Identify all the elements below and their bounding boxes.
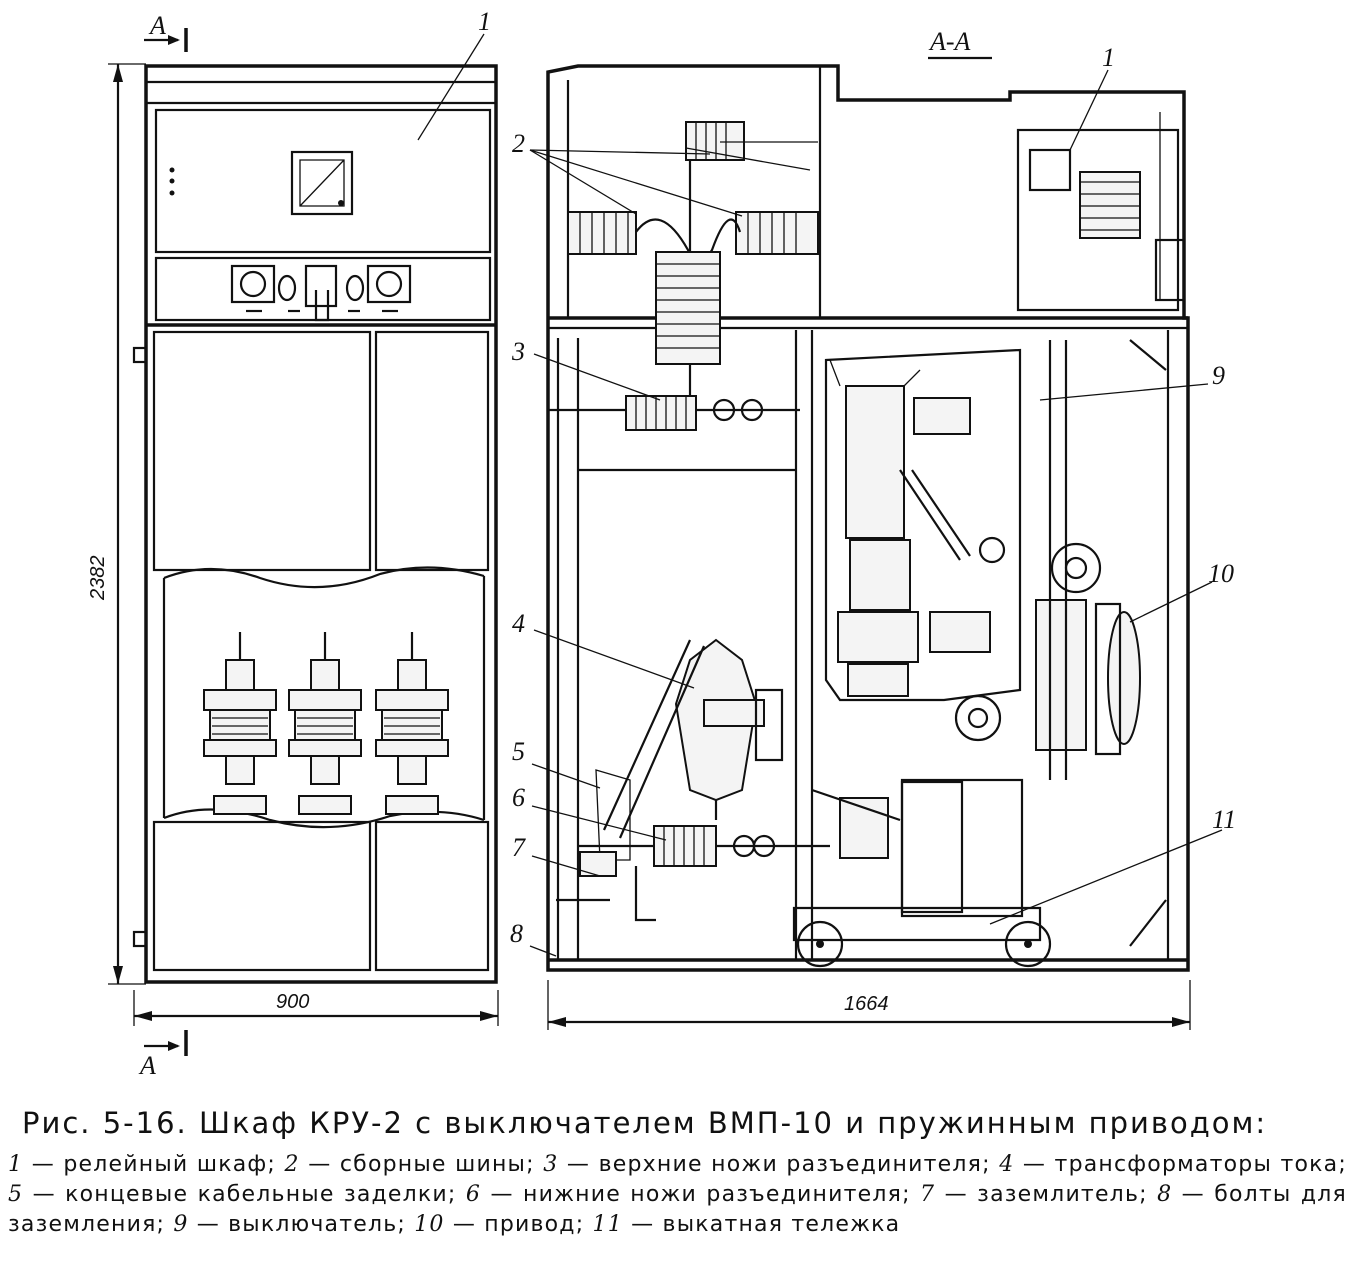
caption-legend: 1 — релейный шкаф; 2 — сборные шины; 3 —… [8,1150,1347,1240]
callout-8: 8 [510,919,523,948]
legend-item: 4 — трансформаторы тока; [999,1152,1347,1177]
section-mark-top: А [148,11,166,40]
section-mark-bottom: А [138,1051,156,1080]
front-view: 2382 900 А А 1 [87,7,499,1080]
section-view: А-А [510,27,1236,1030]
callout-11: 11 [1212,805,1236,834]
caption-title: Рис. 5-16. Шкаф КРУ-2 с выключателем ВМП… [22,1106,1268,1140]
callout-2: 2 [512,129,525,158]
spring-drive [954,339,1167,947]
legend-item: 7 — заземлитель; [920,1182,1148,1207]
lower-disconnector [556,825,830,922]
legend-item: 3 — верхние ножи разъединителя; [543,1152,991,1177]
cabinet-drawing: 2382 900 А А 1 А-А [87,7,1236,1080]
callouts: 1 2 3 4 5 6 7 8 9 10 11 [510,43,1236,957]
legend-item: 10 — привод; [414,1212,585,1237]
upper-disconnector [548,364,800,472]
callout-4: 4 [512,609,525,638]
withdrawable-trolley [792,778,1052,968]
callout-6: 6 [512,783,525,812]
legend-item: 8 — болты для заземления; [8,1182,1347,1237]
front-current-transformers [203,632,449,815]
legend-item: 2 — сборные шины; [284,1152,535,1177]
figure-caption: Рис. 5-16. Шкаф КРУ-2 с выключателем ВМП… [0,1106,1365,1240]
legend-item: 6 — нижние ножи разъединителя; [465,1182,911,1207]
current-transformer [595,638,784,861]
circuit-breaker [824,348,1022,702]
legend-item: 5 — концевые кабельные заделки; [8,1182,457,1207]
callout-3: 3 [511,337,525,366]
section-title: А-А [928,27,971,56]
callout-5: 5 [512,737,525,766]
busbars [567,121,819,365]
dim-width-front: 900 [276,991,309,1013]
callout-front-1: 1 [478,7,491,36]
dim-width-side: 1664 [844,993,889,1015]
relay-cabinet-side [1016,112,1186,312]
legend-item: 9 — выключатель; [173,1212,407,1237]
callout-10: 10 [1208,559,1234,588]
legend-item: 11 — выкатная тележка [592,1212,901,1237]
callout-side-1: 1 [1102,43,1115,72]
callout-9: 9 [1212,361,1225,390]
callout-7: 7 [512,833,526,862]
dim-height: 2382 [87,556,109,602]
legend-item: 1 — релейный шкаф; [8,1152,277,1177]
